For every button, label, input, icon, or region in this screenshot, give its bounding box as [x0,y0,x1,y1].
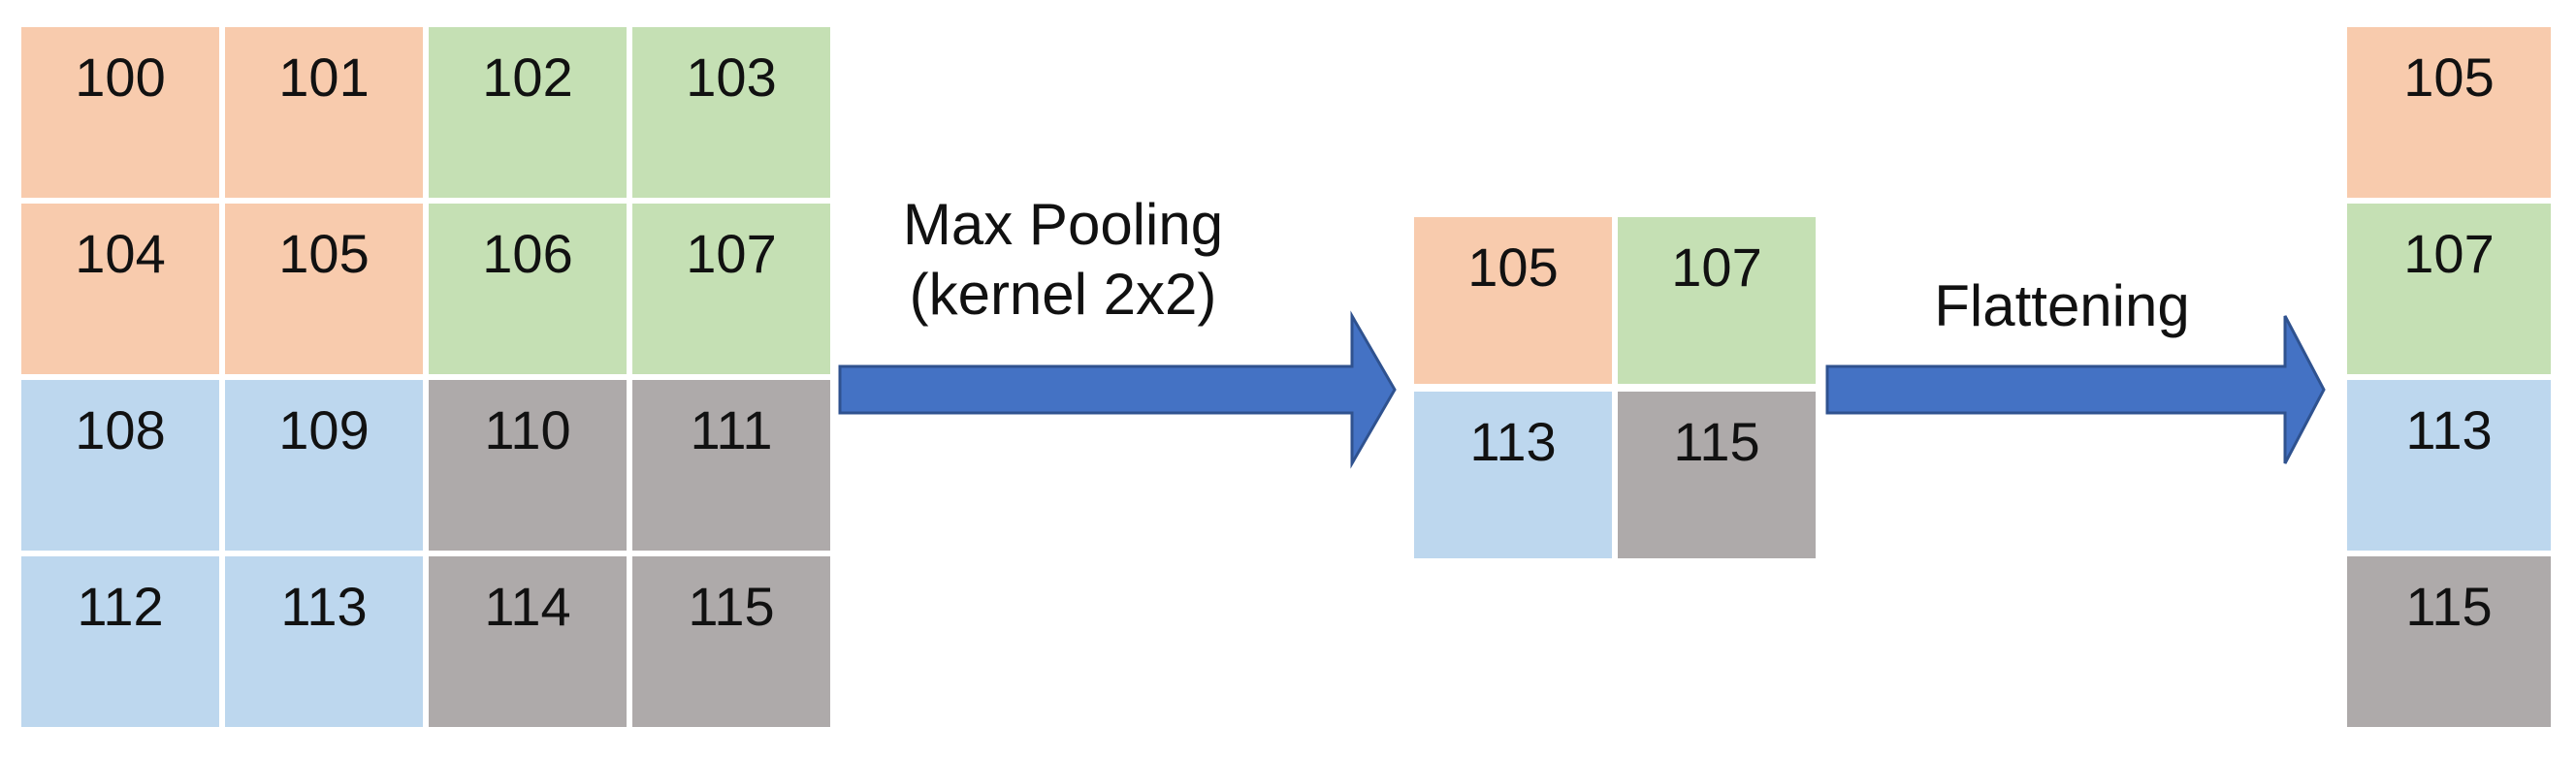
max-pooling-label-line1: Max Pooling [902,192,1224,257]
pooled-cell: 105 [1414,217,1612,384]
input-cell: 101 [225,27,423,198]
flattening-label: Flattening [1934,273,2190,338]
flattened-cell: 105 [2347,27,2551,198]
flattened-cell: 107 [2347,204,2551,374]
input-cell: 115 [632,556,830,727]
input-cell: 110 [429,380,627,551]
pooled-cell: 107 [1618,217,1816,384]
max-pooling-label-line2: (kernel 2x2) [909,262,1217,327]
input-cell: 106 [429,204,627,374]
input-cell: 102 [429,27,627,198]
flattening-arrow-shape [1825,315,2326,464]
flattened-cell: 115 [2347,556,2551,727]
input-cell: 112 [21,556,219,727]
pooled-cell: 113 [1414,392,1612,558]
input-cell: 111 [632,380,830,551]
input-cell: 108 [21,380,219,551]
max-pooling-arrow [838,310,1397,469]
flattening-arrow [1825,315,2326,464]
flattened-cell: 113 [2347,380,2551,551]
input-cell: 103 [632,27,830,198]
input-cell: 105 [225,204,423,374]
max-pooling-label: Max Pooling (kernel 2x2) [830,190,1296,330]
max-pooling-arrow-shape [838,310,1397,469]
input-cell: 109 [225,380,423,551]
input-cell: 100 [21,27,219,198]
pooled-cell: 115 [1618,392,1816,558]
input-cell: 107 [632,204,830,374]
input-cell: 104 [21,204,219,374]
input-cell: 114 [429,556,627,727]
input-cell: 113 [225,556,423,727]
